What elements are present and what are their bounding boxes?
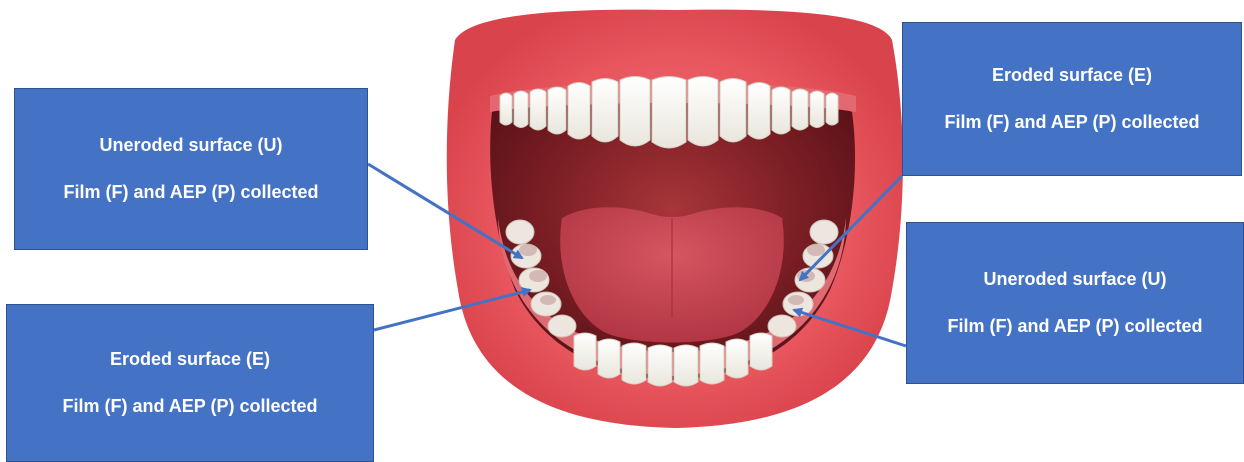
label-subtitle: Film (F) and AEP (P) collected <box>947 316 1202 337</box>
label-box-bottom-left: Eroded surface (E) Film (F) and AEP (P) … <box>6 304 374 462</box>
tongue <box>560 207 784 342</box>
label-box-top-right: Eroded surface (E) Film (F) and AEP (P) … <box>902 22 1242 176</box>
label-title: Uneroded surface (U) <box>983 269 1166 290</box>
label-subtitle: Film (F) and AEP (P) collected <box>62 396 317 417</box>
label-title: Eroded surface (E) <box>110 349 270 370</box>
label-title: Eroded surface (E) <box>992 65 1152 86</box>
label-subtitle: Film (F) and AEP (P) collected <box>63 182 318 203</box>
label-subtitle: Film (F) and AEP (P) collected <box>944 112 1199 133</box>
label-title: Uneroded surface (U) <box>99 135 282 156</box>
label-box-bottom-right: Uneroded surface (U) Film (F) and AEP (P… <box>906 222 1244 384</box>
label-box-top-left: Uneroded surface (U) Film (F) and AEP (P… <box>14 88 368 250</box>
